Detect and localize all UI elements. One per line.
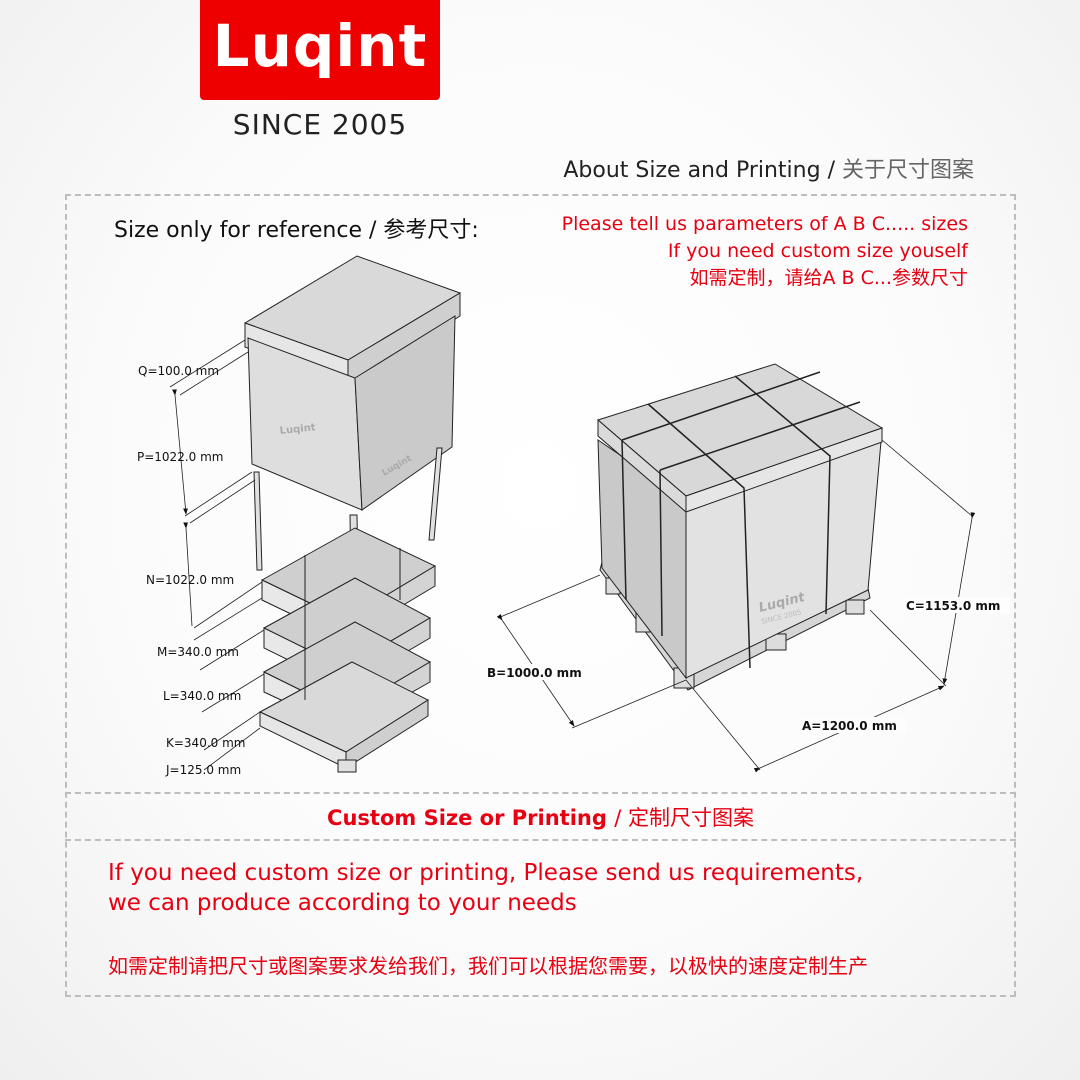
note-line: Please tell us parameters of A B C..... … (561, 213, 968, 235)
dimension-label-q: Q=100.0 mm (138, 364, 219, 378)
parameter-note: Please tell us parameters of A B C..... … (562, 211, 968, 292)
note-line: If you need custom size youself (667, 240, 968, 262)
brand-logo-text: Luqint (212, 12, 428, 80)
divider (65, 839, 1016, 841)
brand-logo: Luqint (200, 0, 440, 100)
exploded-box-illustration (243, 255, 462, 773)
custom-body-en: If you need custom size or printing, Ple… (108, 858, 863, 918)
dimension-label-l: L=340.0 mm (163, 689, 241, 703)
section-title-en: About Size and Printing / (563, 158, 842, 183)
dimension-label-n: N=1022.0 mm (146, 573, 234, 587)
dimension-label-c: C=1153.0 mm (906, 599, 1000, 613)
custom-title-en: Custom Size or Printing (327, 806, 615, 830)
section-title-cn: 关于尺寸图案 (841, 158, 974, 183)
note-line: 如需定制，请给A B C...参数尺寸 (689, 267, 969, 289)
custom-section-title: Custom Size or Printing / 定制尺寸图案 (65, 802, 1016, 832)
dimension-label-m: M=340.0 mm (157, 645, 239, 659)
custom-body-line: we can produce according to your needs (108, 890, 577, 916)
box-brand-mark: Luqint (279, 422, 316, 437)
reference-title: Size only for reference / 参考尺寸: (114, 218, 479, 243)
dimension-lines (169, 339, 265, 771)
dimension-label-a: A=1200.0 mm (802, 719, 897, 733)
brand-tagline: SINCE 2005 (232, 108, 408, 141)
assembled-box-illustration (596, 363, 884, 691)
custom-title-cn: / 定制尺寸图案 (614, 806, 754, 830)
divider (65, 792, 1016, 794)
content-frame (65, 194, 1016, 997)
dimension-label-j: J=125.0 mm (165, 763, 241, 777)
custom-body-line: If you need custom size or printing, Ple… (108, 860, 864, 886)
custom-body-cn: 如需定制请把尺寸或图案要求发给我们，我们可以根据您需要，以极快的速度定制生产 (108, 954, 868, 978)
section-title: About Size and Printing / 关于尺寸图案 (563, 152, 974, 184)
dimension-label-k: K=340.0 mm (166, 736, 245, 750)
dimension-label-b: B=1000.0 mm (487, 666, 582, 680)
dimension-label-p: P=1022.0 mm (137, 450, 223, 464)
